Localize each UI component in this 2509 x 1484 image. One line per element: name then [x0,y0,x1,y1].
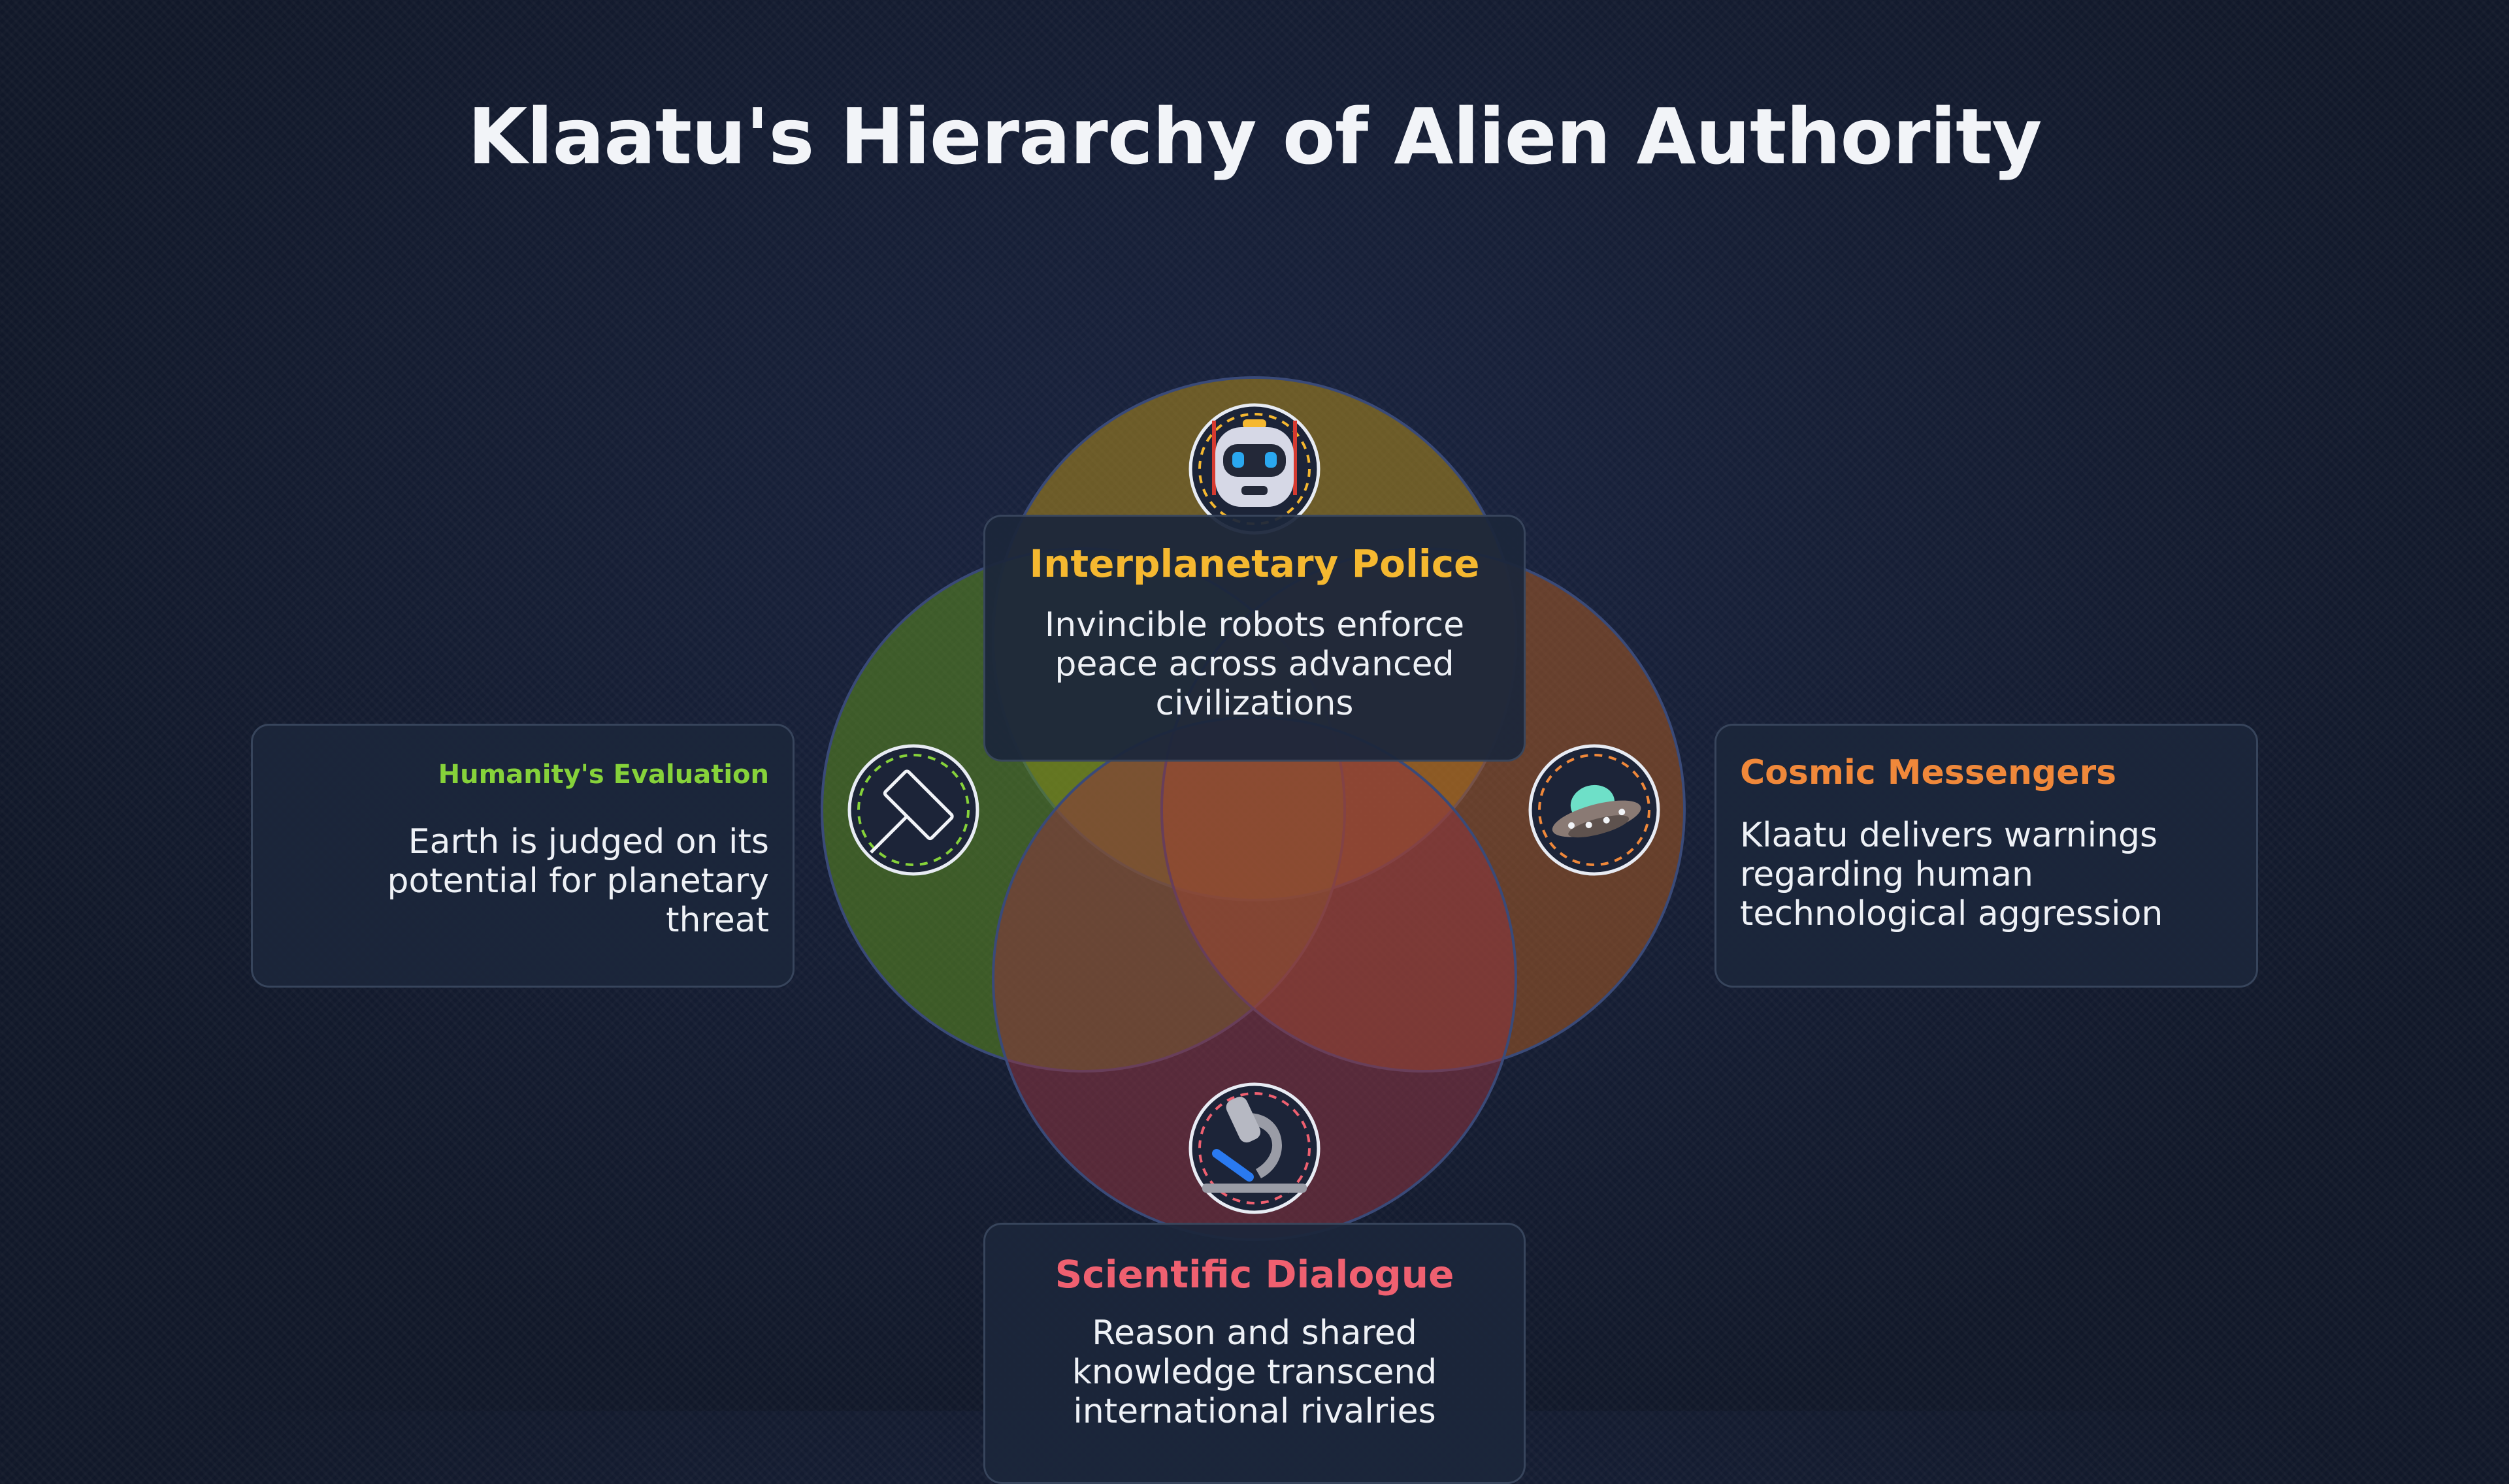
card-text: Invincible robots enforce peace across a… [1044,605,1465,723]
card-title: Humanity's Evaluation [438,760,769,790]
microscope-icon [1189,1082,1320,1214]
gavel-icon [847,744,979,876]
robot-icon [1189,403,1320,535]
card-scientific-dialogue: Scientific Dialogue Reason and shared kn… [983,1223,1526,1484]
card-text: Reason and shared knowledge transcend in… [1072,1314,1437,1431]
venn-diagram [821,376,1686,1241]
card-humanitys-evaluation: Humanity's Evaluation Earth is judged on… [251,724,795,988]
card-title: Cosmic Messengers [1740,753,2117,792]
card-title: Scientific Dialogue [1055,1252,1454,1297]
flying-saucer-icon [1528,744,1660,876]
card-text: Earth is judged on its potential for pla… [387,822,769,940]
card-title: Interplanetary Police [1029,541,1480,586]
page-title: Klaatu's Hierarchy of Alien Authority [467,91,2042,182]
card-interplanetary-police: Interplanetary Police Invincible robots … [983,515,1526,762]
card-text: Klaatu delivers warnings regarding human… [1740,816,2163,933]
card-cosmic-messengers: Cosmic Messengers Klaatu delivers warnin… [1714,724,2258,988]
